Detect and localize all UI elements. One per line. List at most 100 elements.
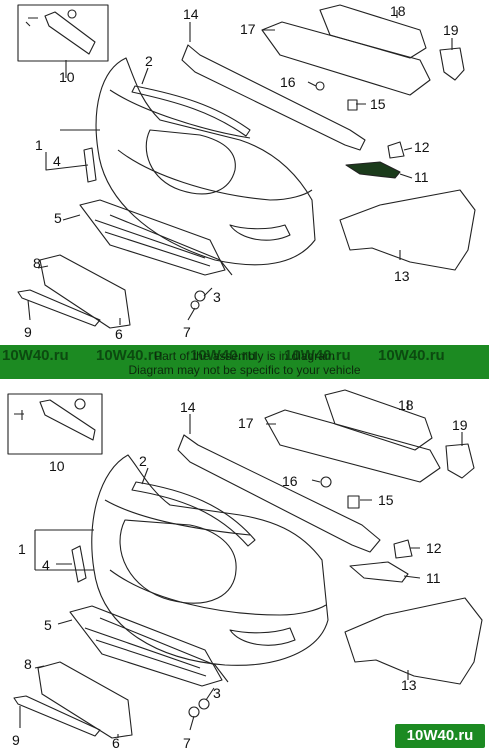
bracket-11 (349, 561, 409, 583)
callout-3: 3 (213, 685, 221, 701)
lower-grille-5 (79, 199, 226, 276)
clip-15 (347, 99, 358, 111)
bracket-19 (439, 47, 465, 81)
lower-grille-mesh (84, 627, 207, 677)
side-grille-6 (39, 254, 131, 329)
callout-9: 9 (12, 732, 20, 748)
watermark: 10W40.ru (190, 347, 257, 364)
bracket-13 (339, 189, 476, 271)
bottom-diagram (7, 389, 483, 739)
callout-13: 13 (394, 268, 410, 284)
watermark: 10W40.ru (2, 347, 69, 364)
callout-14: 14 (180, 399, 196, 415)
callout-13: 13 (401, 677, 417, 693)
bracket-11 (345, 161, 401, 179)
screw-3 (194, 290, 206, 302)
bumper-crease-lower (109, 569, 327, 616)
callout-17: 17 (240, 21, 256, 37)
callout-3: 3 (213, 289, 221, 305)
screw-16 (320, 476, 332, 488)
reinforcement-18 (319, 4, 427, 59)
fog-lamp-opening (229, 224, 291, 241)
part-4 (71, 545, 87, 583)
reinforcement-18 (324, 389, 433, 451)
clip-part (67, 9, 77, 19)
clip-part (74, 398, 86, 410)
callout-11: 11 (414, 169, 429, 185)
callout-18: 18 (390, 3, 406, 19)
callout-8: 8 (24, 656, 32, 672)
bumper-crease-lower (117, 149, 313, 201)
bumper-crease (109, 89, 251, 139)
bracket-part (39, 399, 96, 441)
callout-2: 2 (139, 453, 147, 469)
watermark: 10W40.ru (378, 347, 445, 364)
site-logo: 10W40.ru (395, 724, 485, 748)
absorber-14 (177, 434, 381, 553)
callout-8: 8 (33, 255, 41, 271)
callout-10: 10 (49, 458, 65, 474)
callout-9: 9 (24, 324, 32, 340)
watermark: 10W40.ru (284, 347, 351, 364)
bottom-leader-lines (19, 400, 463, 738)
trim-9 (13, 695, 101, 737)
banner-line-2: Diagram may not be specific to your vehi… (128, 363, 361, 377)
callout-12: 12 (426, 540, 442, 556)
kit-box-10 (7, 393, 103, 455)
callout-11: 11 (426, 570, 441, 586)
watermark: 10W40.ru (96, 347, 163, 364)
absorber-17 (261, 21, 431, 96)
screw-16 (315, 81, 325, 91)
callout-18: 18 (398, 397, 414, 413)
absorber-17 (264, 409, 441, 483)
callout-7: 7 (183, 735, 191, 751)
callout-14: 14 (183, 6, 199, 22)
part-4 (83, 147, 97, 183)
callout-19: 19 (452, 417, 468, 433)
bumper-crease (104, 499, 251, 536)
info-banner: 10W40.ru 10W40.ru 10W40.ru 10W40.ru 10W4… (0, 345, 489, 379)
callout-16: 16 (282, 473, 298, 489)
banner-line-1: Part of the assembly is in diagram (154, 349, 335, 363)
grille-opening (119, 519, 237, 604)
callout-12: 12 (414, 139, 430, 155)
lower-grille-mesh (94, 219, 211, 267)
molding-3 (109, 214, 233, 276)
screw-7 (188, 706, 200, 718)
molding-strip-2 (131, 85, 251, 137)
callout-6: 6 (112, 735, 120, 751)
bracket-12 (387, 141, 405, 159)
callout-6: 6 (115, 326, 123, 342)
kit-box-10 (17, 4, 109, 62)
molding-strip-2 (131, 481, 256, 547)
callout-7: 7 (183, 324, 191, 340)
callout-1: 1 (18, 541, 26, 557)
bracket-12 (393, 539, 413, 559)
callout-2: 2 (145, 53, 153, 69)
bumper-cover (91, 454, 329, 666)
molding-3 (99, 617, 229, 683)
callout-15: 15 (378, 492, 394, 508)
bolt-part (25, 17, 38, 27)
callout-10: 10 (59, 69, 75, 85)
bracket-part (44, 11, 96, 55)
callout-17: 17 (238, 415, 254, 431)
bottom-callout-labels: 14 18 17 19 2 16 15 10 1 12 4 11 5 13 8 … (12, 397, 468, 751)
callout-5: 5 (44, 617, 52, 633)
grille-opening (145, 129, 236, 195)
fog-lamp-opening (229, 627, 296, 646)
callout-1: 1 (35, 137, 43, 153)
callout-4: 4 (42, 557, 50, 573)
screw-3 (198, 698, 210, 710)
screw-7 (190, 300, 200, 310)
bracket-13 (344, 597, 483, 685)
bracket-19 (445, 443, 475, 479)
clip-15 (347, 495, 360, 509)
callout-4: 4 (53, 153, 61, 169)
callout-19: 19 (443, 22, 459, 38)
trim-9 (17, 289, 101, 327)
side-grille-6 (37, 661, 133, 739)
top-callout-labels: 14 18 17 19 10 2 16 15 1 12 4 11 5 13 8 … (24, 3, 459, 342)
top-diagram (17, 4, 476, 329)
